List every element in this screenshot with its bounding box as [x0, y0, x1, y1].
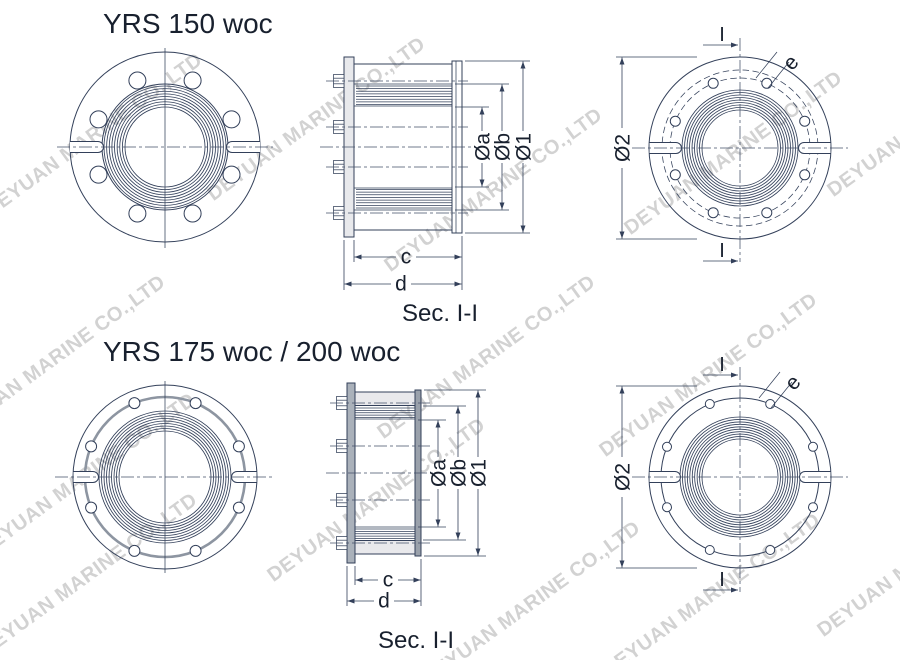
bolt-hole [669, 169, 681, 181]
thread-hatch-top [356, 85, 452, 105]
bolt-hole [232, 501, 245, 514]
dim-d [346, 566, 421, 606]
bolt-hole [761, 77, 773, 89]
bolt-hole [85, 440, 98, 453]
dim-label-d: d [378, 590, 390, 613]
dim-label-c: c [383, 569, 394, 592]
bolt-hole [183, 204, 202, 223]
front-view-yrs150 [57, 48, 273, 248]
bolt-hole [662, 441, 672, 452]
spacer-band-top [354, 391, 416, 406]
dim-dia-2 [616, 385, 697, 569]
bolt-hole [765, 399, 776, 409]
bolt-hole [222, 110, 241, 129]
dim-dia-a [418, 419, 446, 528]
thread-hatch-bottom [356, 189, 452, 209]
watermark-text: DEYUAN MARINE CO.,LTD [823, 29, 900, 202]
section-label: Sec. I-I [378, 627, 454, 654]
bolt-hole [707, 77, 719, 89]
front-view-yrs175 [55, 381, 275, 573]
bolt-hole [128, 204, 147, 223]
dim-label-dia-b: Øb [448, 459, 471, 487]
bolt-hole [89, 165, 108, 184]
bolt-hole [704, 399, 715, 409]
bolt-hole [128, 544, 141, 557]
bolt-hole [189, 544, 202, 557]
bolt-hole [85, 501, 98, 514]
bolt-hole [765, 545, 776, 555]
thread-hatch-top [355, 407, 415, 418]
model-title: YRS 150 woc [103, 8, 273, 39]
bolt-holes [669, 77, 811, 219]
watermark-text: DEYUAN MARINE CO.,LTD [813, 469, 900, 642]
bolt-hole [128, 397, 141, 410]
dim-label-dia-1: Ø1 [468, 459, 491, 487]
bolt-holes [85, 397, 245, 557]
model-title: YRS 175 woc / 200 woc [103, 336, 400, 367]
bolt-hole [808, 441, 818, 452]
dim-dia-1 [465, 60, 530, 234]
dim-d [343, 240, 462, 290]
section-view-yrs150: Øa Øb Ø1 c [320, 56, 536, 327]
dim-dia-a [455, 106, 489, 188]
bolt-hole [669, 115, 681, 127]
side-view-yrs150: Ø2 I I e [612, 24, 848, 264]
bolt-hole [761, 207, 773, 219]
section-view-yrs175: Øa Øb Ø1 c d [326, 382, 491, 654]
dim-label-dia-b: Øb [492, 133, 515, 161]
section-marker-letter: I [719, 24, 725, 46]
bolt-hole [799, 115, 811, 127]
side-view-yrs175: Ø2 I I e [612, 354, 848, 593]
model-yrs150: YRS 150 woc [57, 8, 848, 327]
section-marker-letter: I [719, 569, 725, 591]
dim-label-c: c [401, 246, 412, 269]
bolt-hole [183, 71, 202, 90]
bolt-hole [808, 502, 818, 513]
dim-label-dia-a: Øa [472, 133, 495, 161]
watermark-text: DEYUAN MARINE CO.,LTD [380, 104, 606, 277]
dim-label-dia-a: Øa [428, 459, 451, 487]
dim-c [354, 559, 422, 606]
bolt-hole [89, 110, 108, 129]
bolt-hole [222, 165, 241, 184]
bolt-hole [707, 207, 719, 219]
spacer-band-bottom [354, 540, 416, 555]
bolt-hole [128, 71, 147, 90]
bolt-hole [662, 502, 672, 513]
dim-label-e: e [778, 51, 803, 75]
dim-label-d: d [395, 273, 407, 296]
bolt-holes [89, 71, 241, 223]
dim-label-dia-1: Ø1 [513, 133, 536, 161]
thread-hatch-bottom [355, 528, 415, 539]
bolt-hole [189, 397, 202, 410]
dim-dia-1 [424, 389, 486, 557]
dim-dia-b [455, 83, 509, 211]
bolt-hole [232, 440, 245, 453]
dim-dia-2 [616, 56, 697, 240]
dim-c [353, 236, 463, 290]
bolt-hole [799, 169, 811, 181]
bolt-hole [704, 545, 715, 555]
dim-dia-b [423, 405, 466, 541]
section-marker-letter: I [719, 354, 725, 376]
section-label: Sec. I-I [402, 300, 478, 327]
dim-label-dia-2: Ø2 [612, 463, 635, 491]
section-marker-letter: I [719, 240, 725, 262]
dim-label-dia-2: Ø2 [612, 134, 635, 162]
